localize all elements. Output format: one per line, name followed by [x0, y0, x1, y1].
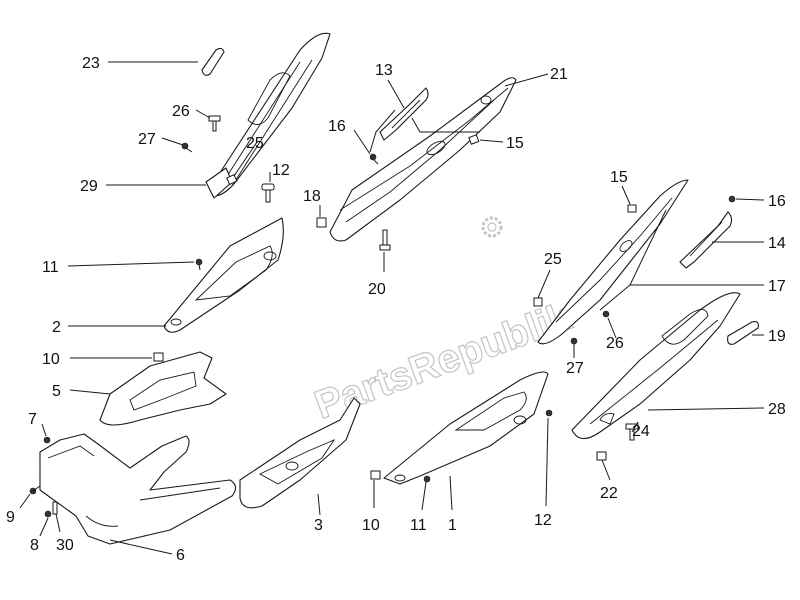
clip-15-upper	[468, 134, 480, 145]
callout-12: 12	[534, 512, 552, 529]
clip-18	[316, 217, 327, 228]
screw-24	[625, 423, 639, 441]
screw-9	[29, 485, 41, 495]
callout-9: 9	[6, 509, 15, 526]
callout-16: 16	[328, 118, 346, 135]
callout-25: 25	[544, 251, 562, 268]
part-14-bracket	[679, 211, 733, 269]
callout-27: 27	[138, 131, 156, 148]
callout-2: 2	[52, 319, 61, 336]
callout-13: 13	[375, 62, 393, 79]
part-23-pad	[201, 47, 225, 76]
screw-26-upper	[208, 115, 221, 132]
callout-27: 27	[566, 360, 584, 377]
callout-22: 22	[600, 485, 618, 502]
part-13-bracket	[379, 87, 429, 141]
screw-11-center	[423, 475, 431, 483]
callout-17: 17	[768, 278, 786, 295]
clip-10-center	[370, 470, 381, 480]
callout-15: 15	[610, 169, 628, 186]
callout-26: 26	[172, 103, 190, 120]
screw-8	[44, 510, 52, 518]
callout-18: 18	[303, 188, 321, 205]
callout-29: 29	[80, 178, 98, 195]
part-28-trim	[571, 292, 741, 440]
callout-3: 3	[314, 517, 323, 534]
clip-25-right	[533, 297, 543, 307]
part-5-trim	[99, 351, 227, 426]
callout-28: 28	[768, 401, 786, 418]
part-2-side-panel	[163, 217, 284, 333]
callout-23: 23	[82, 55, 100, 72]
callout-16: 16	[768, 193, 786, 210]
callout-19: 19	[768, 328, 786, 345]
part-17-right-cover	[537, 179, 689, 345]
callout-25: 25	[246, 135, 264, 152]
screw-12-upper	[261, 183, 275, 203]
callout-14: 14	[768, 235, 786, 252]
part-21-center-cover	[329, 77, 517, 242]
callout-24: 24	[632, 423, 650, 440]
callout-8: 8	[30, 537, 39, 554]
callout-6: 6	[176, 547, 185, 564]
screw-7	[43, 436, 51, 444]
gear-logo-watermark	[481, 216, 503, 238]
callout-1: 1	[448, 517, 457, 534]
clip-22	[596, 451, 607, 461]
callout-26: 26	[606, 335, 624, 352]
part-29-trim	[205, 32, 331, 199]
leader-lines	[19, 61, 765, 555]
callout-11: 11	[410, 517, 427, 534]
callout-11: 11	[42, 259, 59, 276]
part-3-lower-trim	[239, 397, 361, 509]
callout-21: 21	[550, 66, 568, 83]
callout-labels: 23 26 27 25 29 12 18 13 21 16 15 20 11 2…	[6, 55, 786, 564]
part-1-side-panel	[383, 371, 549, 485]
clip-25-upper	[226, 174, 238, 186]
part-19-pad	[727, 321, 759, 345]
clip-15-right	[627, 204, 637, 213]
screw-20	[379, 229, 391, 251]
callout-30: 30	[56, 537, 74, 554]
screw-26-right	[602, 310, 610, 318]
screw-12-lower	[545, 409, 553, 417]
screw-11-left	[195, 258, 203, 271]
screw-16-right	[728, 195, 736, 203]
part-6-legshield	[39, 433, 237, 545]
callout-12: 12	[272, 162, 290, 179]
screw-27-right	[570, 337, 578, 345]
callout-5: 5	[52, 383, 61, 400]
callout-10: 10	[362, 517, 380, 534]
screw-30	[52, 501, 58, 515]
screw-27-upper	[181, 142, 193, 153]
callout-7: 7	[28, 411, 37, 428]
clip-10-left	[153, 352, 164, 362]
callout-15: 15	[506, 135, 524, 152]
callout-20: 20	[368, 281, 386, 298]
screw-16-upper	[369, 153, 379, 165]
callout-10: 10	[42, 351, 60, 368]
